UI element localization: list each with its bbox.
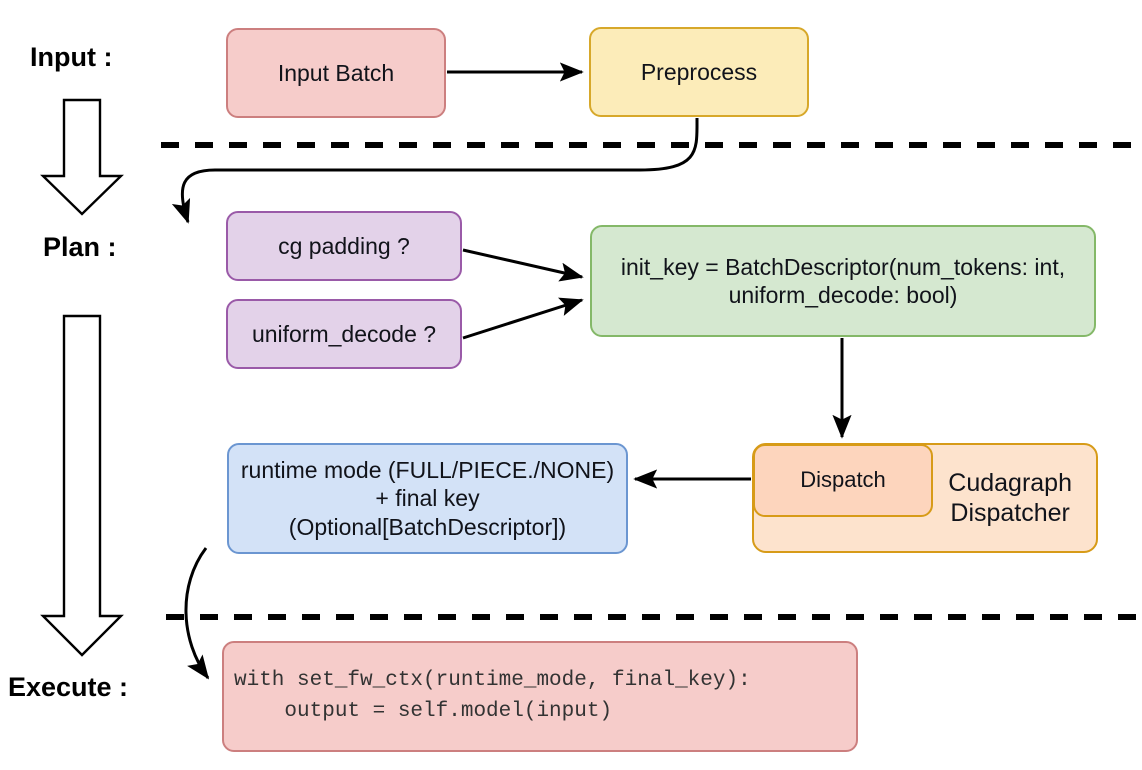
node-uniform-decode-label: uniform_decode ? xyxy=(251,320,437,347)
node-init-key-line1: init_key = BatchDescriptor(num_tokens: i… xyxy=(620,253,1066,280)
stage-label-input: Input : xyxy=(30,42,113,72)
arrow-cg-padding-to-init-key xyxy=(462,248,584,282)
node-runtime-mode-line2: + final key (Optional[BatchDescriptor]) xyxy=(288,485,567,540)
arrow-preprocess-to-cg-padding xyxy=(171,117,699,224)
node-cudagraph-dispatcher-label: Cudagraph Dispatcher xyxy=(948,468,1072,528)
node-runtime-mode[interactable]: runtime mode (FULL/PIECE./NONE) + final … xyxy=(227,443,628,554)
plan-to-execute-arrow xyxy=(40,314,124,657)
node-init-key[interactable]: init_key = BatchDescriptor(num_tokens: i… xyxy=(590,225,1096,337)
node-preprocess[interactable]: Preprocess xyxy=(589,27,809,117)
stage-label-execute: Execute : xyxy=(8,672,129,702)
node-input-batch-label: Input Batch xyxy=(277,59,395,86)
node-cudagraph-dispatcher-line1: Cudagraph xyxy=(948,469,1072,497)
node-dispatch[interactable]: Dispatch xyxy=(753,444,933,517)
arrow-runtime-mode-to-execute-code xyxy=(184,547,210,680)
node-input-batch[interactable]: Input Batch xyxy=(226,28,446,118)
node-runtime-mode-line1: runtime mode (FULL/PIECE./NONE) xyxy=(240,457,615,484)
node-preprocess-label: Preprocess xyxy=(640,58,758,85)
node-dispatch-label: Dispatch xyxy=(800,467,886,493)
node-cg-padding-label: cg padding ? xyxy=(278,232,410,259)
stage-label-plan: Plan : xyxy=(43,232,117,262)
node-cg-padding[interactable]: cg padding ? xyxy=(226,211,462,281)
node-init-key-line2: uniform_decode: bool) xyxy=(728,282,958,308)
node-execute-code-line2: output = self.model(input) xyxy=(234,699,613,723)
node-cudagraph-dispatcher-line2: Dispatcher xyxy=(950,499,1070,527)
node-uniform-decode[interactable]: uniform_decode ? xyxy=(226,299,462,369)
node-execute-code-line1: with set_fw_ctx(runtime_mode, final_key)… xyxy=(234,669,751,693)
node-execute-code[interactable]: with set_fw_ctx(runtime_mode, final_key)… xyxy=(222,641,858,752)
arrow-uniform-decode-to-init-key xyxy=(462,297,584,340)
input-to-plan-arrow xyxy=(40,98,124,216)
